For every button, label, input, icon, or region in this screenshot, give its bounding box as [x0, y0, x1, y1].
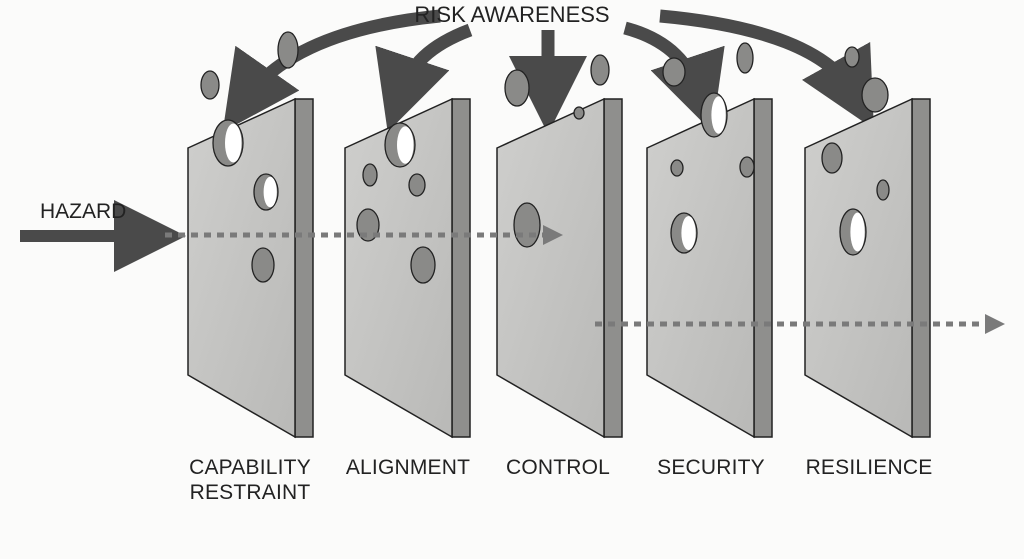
layer-label-resilience: RESILIENCE: [805, 456, 933, 479]
label-line: RESTRAINT: [189, 481, 311, 504]
hole: [504, 69, 530, 107]
hole: [876, 179, 890, 201]
cheese-slice-resilience: [804, 46, 931, 439]
slice-edge: [451, 98, 471, 438]
hole: [670, 159, 684, 177]
slice-edge: [911, 98, 931, 438]
slice-face: [496, 97, 605, 439]
slice-face: [646, 97, 755, 439]
arrow-to-alignment: [375, 23, 473, 132]
hole: [573, 106, 585, 120]
hazard-label: HAZARD: [40, 200, 127, 223]
cheese-slice-security: [646, 42, 773, 439]
hole: [251, 247, 275, 283]
hole: [277, 31, 299, 69]
hole: [590, 54, 610, 86]
slice-edge: [753, 98, 773, 438]
hole: [408, 173, 426, 197]
through-hole-opening: [263, 176, 277, 208]
layer-label-capability-restraint: CAPABILITY RESTRAINT: [175, 455, 325, 505]
cheese-slice-capability-restraint: [187, 31, 314, 439]
hole: [662, 57, 686, 87]
slice-face: [804, 97, 913, 439]
risk-awareness-title: RISK AWARENESS: [414, 2, 610, 27]
arrow-to-capability: [222, 9, 441, 132]
cheese-slice-alignment: [344, 97, 471, 439]
layer-label-alignment: ALIGNMENT: [345, 456, 471, 479]
risk-awareness-arrows: [222, 9, 874, 134]
through-hole-opening: [681, 216, 696, 250]
layer-label-security: SECURITY: [657, 456, 765, 479]
slice-edge: [294, 98, 314, 438]
layer-label-control: CONTROL: [505, 456, 611, 479]
through-hole-opening: [711, 96, 726, 134]
hole: [410, 246, 436, 284]
hole: [844, 46, 860, 68]
hole: [200, 70, 220, 100]
hole: [739, 156, 755, 178]
arrow-to-resilience: [659, 9, 874, 130]
hole: [513, 202, 541, 248]
hole: [861, 77, 889, 113]
slice-edge: [603, 98, 623, 438]
through-hole-opening: [397, 126, 414, 164]
hole: [362, 163, 378, 187]
through-hole-opening: [225, 123, 242, 163]
through-hole-opening: [850, 212, 865, 252]
arrow-to-security: [623, 21, 725, 132]
cheese-slice-control: [496, 54, 623, 439]
hole: [736, 42, 754, 74]
hole: [821, 142, 843, 174]
label-line: CAPABILITY: [189, 456, 311, 479]
